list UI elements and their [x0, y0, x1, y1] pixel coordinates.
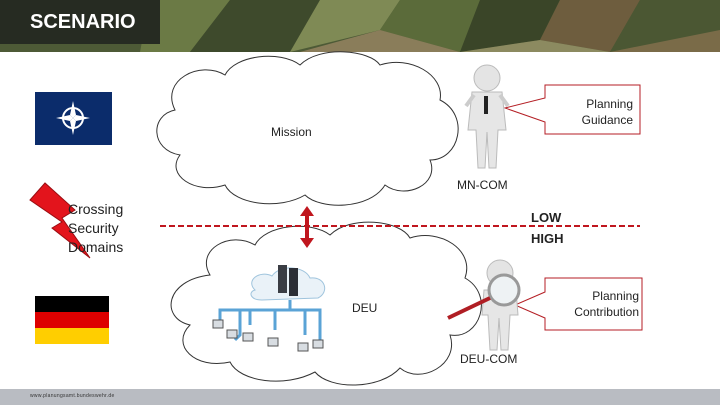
planning-guidance-label: Planning Guidance [553, 96, 633, 128]
mn-com-label: MN-COM [457, 178, 508, 192]
germany-flag-icon [35, 296, 109, 344]
deu-label: DEU [352, 301, 378, 315]
header-band: SCENARIO [0, 0, 720, 52]
planning-contribution-line-1: Planning [592, 289, 639, 303]
planning-guidance-callout [503, 84, 641, 135]
planning-guidance-line-2: Guidance [581, 113, 633, 127]
crossing-line-2: Security [68, 220, 119, 236]
lightning-bolt-icon [29, 182, 91, 259]
crossing-line-3: Domains [68, 239, 124, 255]
planning-guidance-line-1: Planning [586, 97, 633, 111]
planning-contribution-label: Planning Contribution [555, 288, 639, 320]
nato-flag-icon [35, 92, 112, 145]
low-label: LOW [531, 210, 562, 225]
crossing-security-domains-label: Crossing Security Domains [68, 200, 123, 257]
high-label: HIGH [531, 231, 564, 246]
mission-cloud [156, 51, 459, 206]
double-arrow-icon [300, 206, 314, 248]
mission-label: Mission [271, 125, 312, 139]
planning-contribution-callout [513, 277, 643, 331]
deu-com-figure-icon [447, 259, 521, 351]
camouflage-pattern [0, 0, 720, 52]
page-title: SCENARIO [0, 0, 160, 44]
deu-cloud [170, 221, 482, 386]
planning-contribution-line-2: Contribution [574, 305, 639, 319]
footer-url-link[interactable]: www.planungsamt.bundeswehr.de [30, 393, 115, 399]
deu-com-label: DEU-COM [460, 352, 518, 366]
footer-bar: www.planungsamt.bundeswehr.de [0, 389, 720, 405]
crossing-line-1: Crossing [68, 201, 124, 217]
mn-com-figure-icon [464, 64, 510, 169]
network-icon [212, 265, 326, 352]
